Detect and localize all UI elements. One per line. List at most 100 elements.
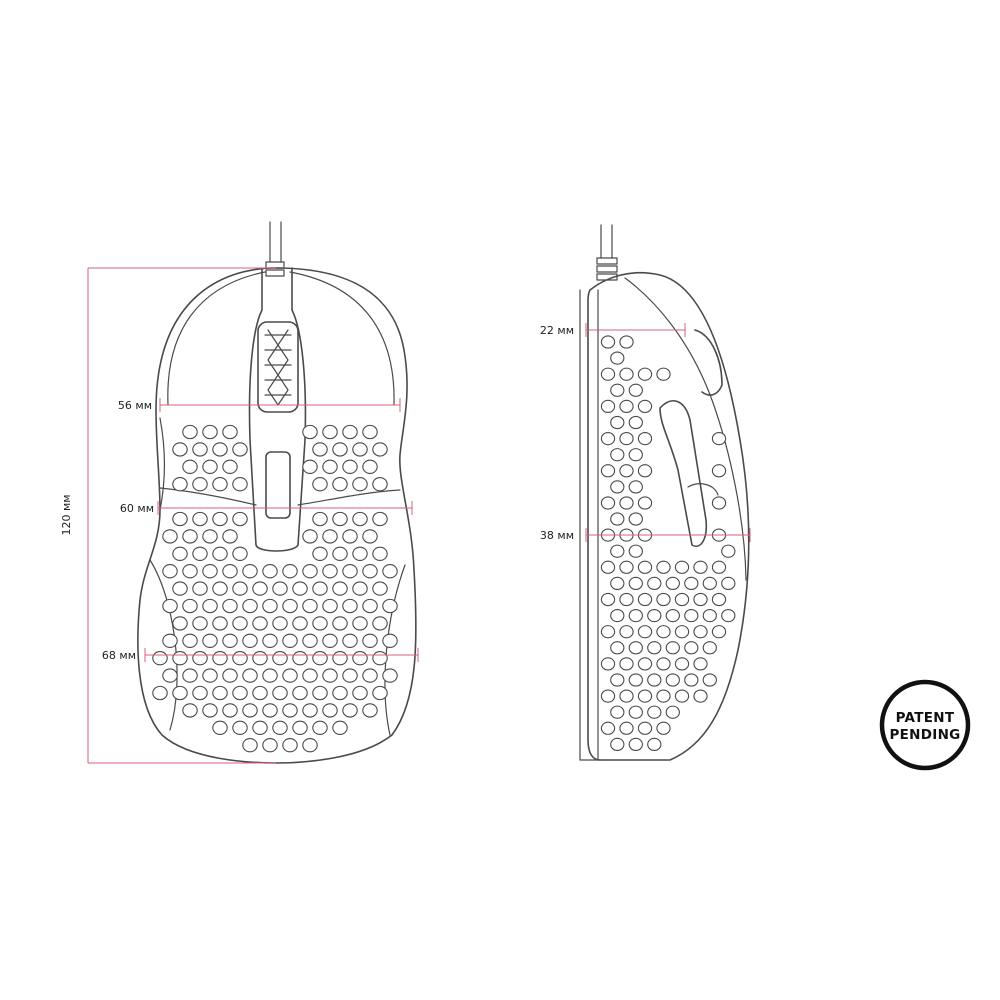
honeycomb-hole bbox=[192, 651, 208, 666]
honeycomb-hole bbox=[656, 560, 671, 574]
honeycomb-hole bbox=[674, 689, 690, 703]
honeycomb-hole bbox=[352, 511, 368, 527]
honeycomb-hole bbox=[312, 511, 328, 527]
honeycomb-hole bbox=[322, 459, 338, 474]
side-cable bbox=[596, 224, 618, 281]
honeycomb-hole bbox=[619, 399, 634, 414]
honeycomb-hole bbox=[232, 442, 248, 457]
honeycomb-hole bbox=[302, 703, 318, 718]
honeycomb-hole bbox=[665, 608, 680, 623]
honeycomb-hole bbox=[628, 415, 643, 430]
honeycomb-hole bbox=[647, 705, 662, 719]
honeycomb-hole bbox=[232, 616, 248, 631]
honeycomb-hole bbox=[684, 641, 699, 655]
honeycomb-hole bbox=[242, 703, 258, 718]
honeycomb-hole bbox=[172, 442, 188, 457]
scroll-wheel bbox=[257, 321, 299, 413]
honeycomb-hole bbox=[382, 564, 398, 579]
honeycomb-hole bbox=[702, 673, 717, 687]
honeycomb-hole bbox=[610, 705, 625, 719]
honeycomb-hole bbox=[232, 685, 248, 701]
honeycomb-hole bbox=[619, 367, 634, 381]
honeycomb-hole bbox=[212, 581, 228, 596]
honeycomb-hole bbox=[302, 459, 318, 474]
honeycomb-hole bbox=[192, 477, 208, 492]
honeycomb-hole bbox=[312, 616, 328, 631]
honeycomb-hole bbox=[302, 738, 318, 753]
honeycomb-hole bbox=[619, 560, 634, 574]
honeycomb-hole bbox=[172, 511, 188, 527]
honeycomb-hole bbox=[628, 383, 643, 397]
honeycomb-hole bbox=[272, 581, 288, 596]
honeycomb-hole bbox=[721, 544, 736, 558]
honeycomb-hole bbox=[628, 544, 643, 558]
honeycomb-hole bbox=[600, 560, 616, 574]
honeycomb-hole bbox=[172, 651, 188, 666]
honeycomb-hole bbox=[302, 633, 318, 648]
honeycomb-hole bbox=[684, 673, 699, 687]
honeycomb-hole bbox=[322, 598, 338, 614]
honeycomb-hole bbox=[619, 496, 634, 510]
honeycomb-hole bbox=[647, 737, 662, 752]
honeycomb-hole bbox=[647, 673, 662, 687]
honeycomb-hole bbox=[282, 668, 298, 683]
honeycomb-hole bbox=[182, 564, 198, 579]
honeycomb-hole bbox=[202, 598, 218, 614]
honeycomb-hole bbox=[162, 529, 178, 544]
honeycomb-hole bbox=[272, 720, 288, 735]
length-label-120: 120 мм bbox=[60, 494, 73, 535]
honeycomb-hole bbox=[342, 564, 358, 579]
honeycomb-hole bbox=[322, 424, 338, 440]
honeycomb-hole bbox=[282, 633, 298, 648]
honeycomb-hole bbox=[322, 703, 338, 718]
honeycomb-hole bbox=[362, 424, 378, 440]
honeycomb-hole bbox=[222, 633, 238, 648]
honeycomb-hole bbox=[637, 464, 653, 478]
honeycomb-hole bbox=[610, 544, 625, 558]
honeycomb-hole bbox=[332, 546, 348, 561]
honeycomb-hole bbox=[172, 581, 188, 596]
honeycomb-hole bbox=[619, 431, 634, 446]
honeycomb-hole bbox=[637, 399, 653, 414]
honeycomb-hole bbox=[302, 668, 318, 683]
honeycomb-hole bbox=[372, 442, 388, 457]
honeycomb-hole bbox=[600, 399, 616, 414]
top-honeycomb-holes bbox=[152, 424, 398, 753]
honeycomb-hole bbox=[619, 625, 634, 639]
honeycomb-hole bbox=[292, 720, 308, 735]
top-center-channel bbox=[248, 267, 307, 552]
honeycomb-hole bbox=[212, 616, 228, 631]
height-label-38: 38 мм bbox=[540, 529, 574, 542]
honeycomb-hole bbox=[647, 641, 662, 655]
height-label-22: 22 мм bbox=[540, 324, 574, 337]
honeycomb-hole bbox=[352, 477, 368, 492]
honeycomb-hole bbox=[222, 668, 238, 683]
honeycomb-hole bbox=[656, 592, 671, 607]
honeycomb-hole bbox=[610, 480, 625, 494]
honeycomb-hole bbox=[332, 511, 348, 527]
badge-line-2: PENDING bbox=[889, 727, 960, 743]
honeycomb-hole bbox=[272, 685, 288, 701]
honeycomb-hole bbox=[342, 703, 358, 718]
honeycomb-hole bbox=[312, 546, 328, 561]
honeycomb-hole bbox=[656, 367, 671, 381]
honeycomb-hole bbox=[192, 581, 208, 596]
honeycomb-hole bbox=[656, 689, 671, 703]
honeycomb-hole bbox=[600, 721, 616, 735]
honeycomb-hole bbox=[322, 564, 338, 579]
top-left-button-edge bbox=[167, 271, 266, 406]
width-label-68: 68 мм bbox=[102, 649, 136, 662]
honeycomb-hole bbox=[222, 564, 238, 579]
honeycomb-hole bbox=[162, 633, 178, 648]
honeycomb-hole bbox=[182, 598, 198, 614]
honeycomb-hole bbox=[172, 616, 188, 631]
honeycomb-hole bbox=[362, 668, 378, 683]
honeycomb-hole bbox=[182, 529, 198, 544]
honeycomb-hole bbox=[600, 335, 616, 349]
honeycomb-hole bbox=[362, 529, 378, 544]
honeycomb-hole bbox=[182, 668, 198, 683]
honeycomb-hole bbox=[674, 592, 690, 607]
top-side-buttons bbox=[159, 417, 401, 511]
honeycomb-hole bbox=[342, 633, 358, 648]
honeycomb-hole bbox=[637, 592, 653, 607]
